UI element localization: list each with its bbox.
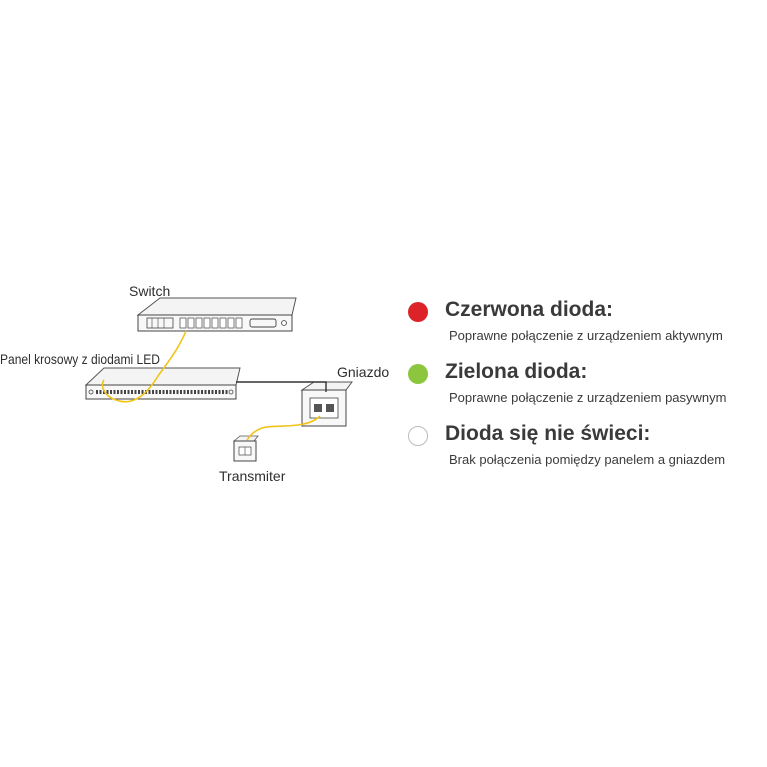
switch-device [136,297,297,332]
legend-item-off: Dioda się nie świeci: Brak połączenia po… [406,422,767,484]
legend-title: Czerwona dioda: [445,298,614,321]
legend-description: Brak połączenia pomiędzy panelem a gniaz… [449,452,726,467]
green-dot-icon [408,364,428,384]
empty-dot-icon [408,426,428,446]
legend-title: Zielona dioda: [445,360,588,383]
legend-title: Dioda się nie świeci: [445,422,651,445]
transmitter-device [232,435,259,462]
led-legend: Czerwona dioda: Poprawne połączenie z ur… [406,298,767,484]
legend-item-green: Zielona dioda: Poprawne połączenie z urz… [406,360,767,422]
socket-label: Gniazdo [337,364,389,380]
cable-switch-to-panel [101,330,187,403]
legend-description: Poprawne połączenie z urządzeniem pasywn… [449,390,727,405]
legend-description: Poprawne połączenie z urządzeniem aktywn… [449,328,723,343]
red-dot-icon [408,302,428,322]
patch-panel [84,367,241,400]
patch-panel-label: Panel krosowy z diodami LED [0,351,160,367]
network-diagram: Switch Panel krosowy z diodami LED Gniaz… [0,270,400,500]
transmitter-label: Transmiter [219,468,286,484]
wall-socket [300,381,353,427]
patch-cable-black [236,381,327,392]
legend-item-red: Czerwona dioda: Poprawne połączenie z ur… [406,298,767,360]
cable-socket-to-transmitter [246,415,321,441]
switch-label: Switch [129,283,170,299]
